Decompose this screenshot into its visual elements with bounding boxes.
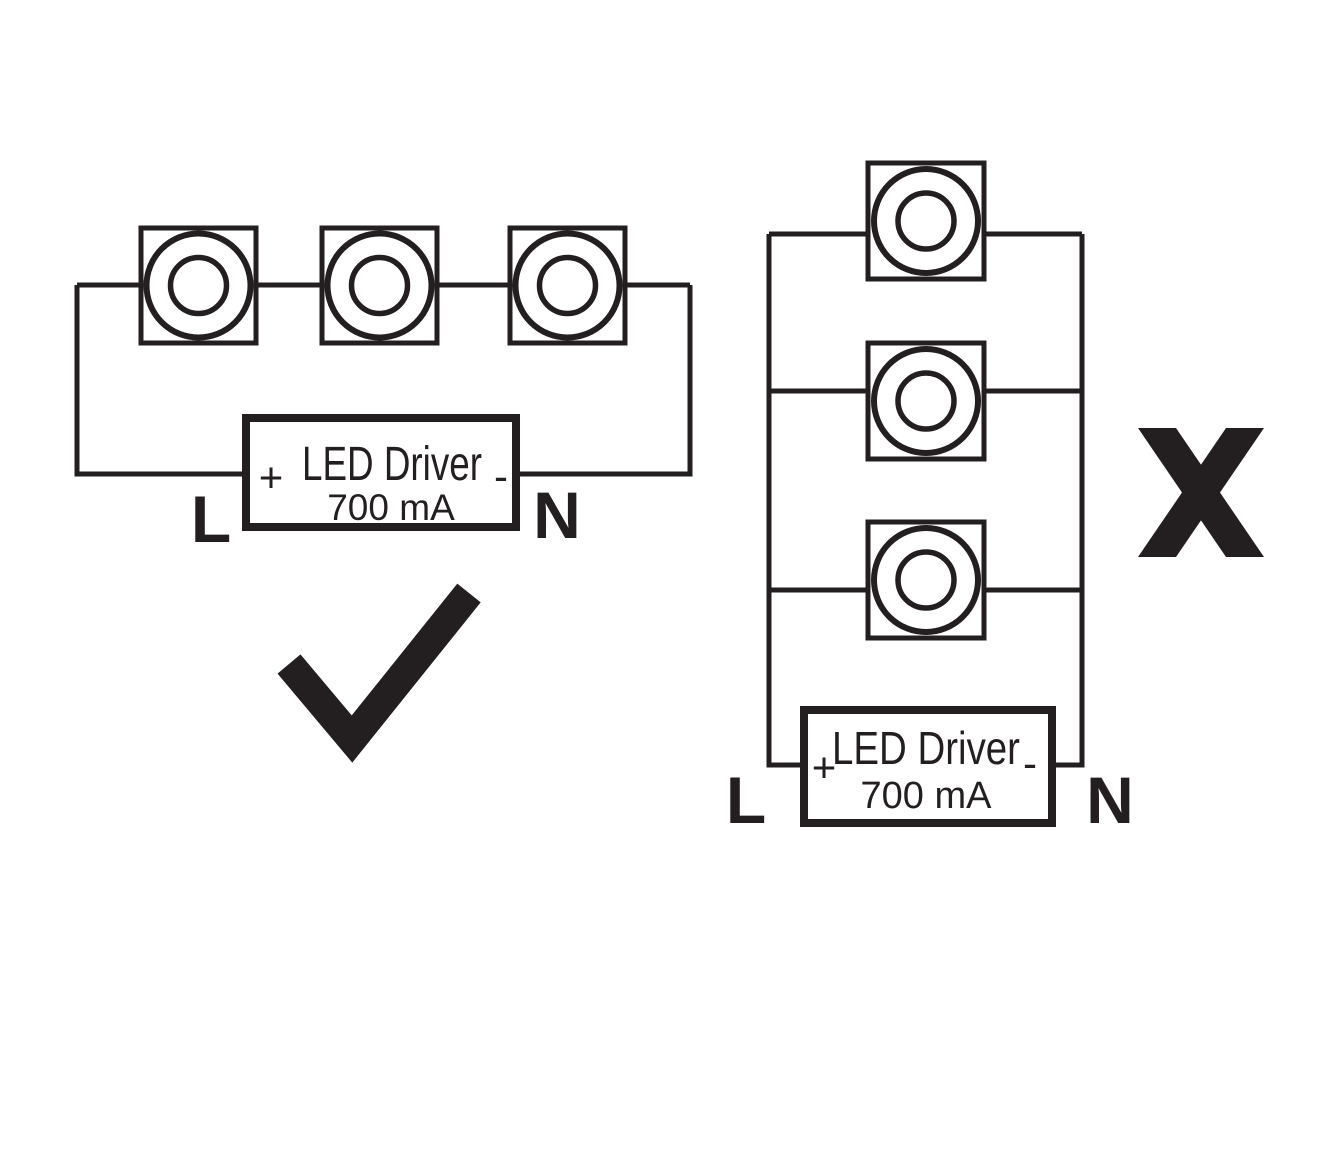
led-lamp-2	[319, 225, 440, 346]
driver-current-rating: 700 mA	[861, 775, 993, 817]
led-lamp-1	[138, 225, 259, 346]
parallel-left-bus-wire	[766, 234, 804, 768]
lamp-inner-ring	[895, 549, 957, 611]
x-icon-stroke-up	[1138, 428, 1264, 557]
live-terminal-label: L	[191, 482, 231, 556]
lamp-inner-ring	[167, 254, 230, 317]
driver-negative-terminal: -	[494, 453, 508, 500]
driver-outline	[242, 414, 520, 531]
led-lamp-3	[507, 225, 628, 346]
lamp-inner-ring	[895, 370, 957, 432]
driver-positive-terminal: +	[259, 454, 284, 501]
led-lamp-4	[865, 160, 987, 282]
driver-outline	[800, 706, 1056, 827]
led-driver-box: + LED Driver - 700 mA	[242, 414, 520, 531]
parallel-right-bus-wire	[1052, 234, 1085, 768]
lamp-inner-ring	[536, 254, 599, 317]
driver-title: LED Driver	[832, 722, 1020, 774]
x-icon	[1138, 428, 1264, 557]
lamp-inner-ring	[348, 254, 411, 317]
check-icon	[277, 583, 481, 763]
live-terminal-label: L	[726, 763, 766, 837]
driver-title: LED Driver	[302, 438, 482, 491]
series-left-return-wire	[74, 285, 246, 477]
driver-positive-terminal: +	[812, 744, 837, 791]
driver-negative-terminal: -	[1023, 740, 1037, 787]
neutral-terminal-label: N	[533, 478, 581, 552]
neutral-terminal-label: N	[1086, 763, 1134, 837]
series-diagram: + LED Driver - 700 mA L N	[74, 225, 693, 763]
parallel-diagram: + LED Driver - 700 mA L N	[726, 160, 1264, 837]
led-driver-box: + LED Driver - 700 mA	[800, 706, 1056, 827]
driver-current-rating: 700 mA	[327, 487, 455, 528]
lamp-inner-ring	[895, 190, 957, 252]
led-lamp-6	[865, 519, 987, 641]
series-right-return-wire	[516, 285, 693, 477]
led-lamp-5	[865, 340, 987, 462]
